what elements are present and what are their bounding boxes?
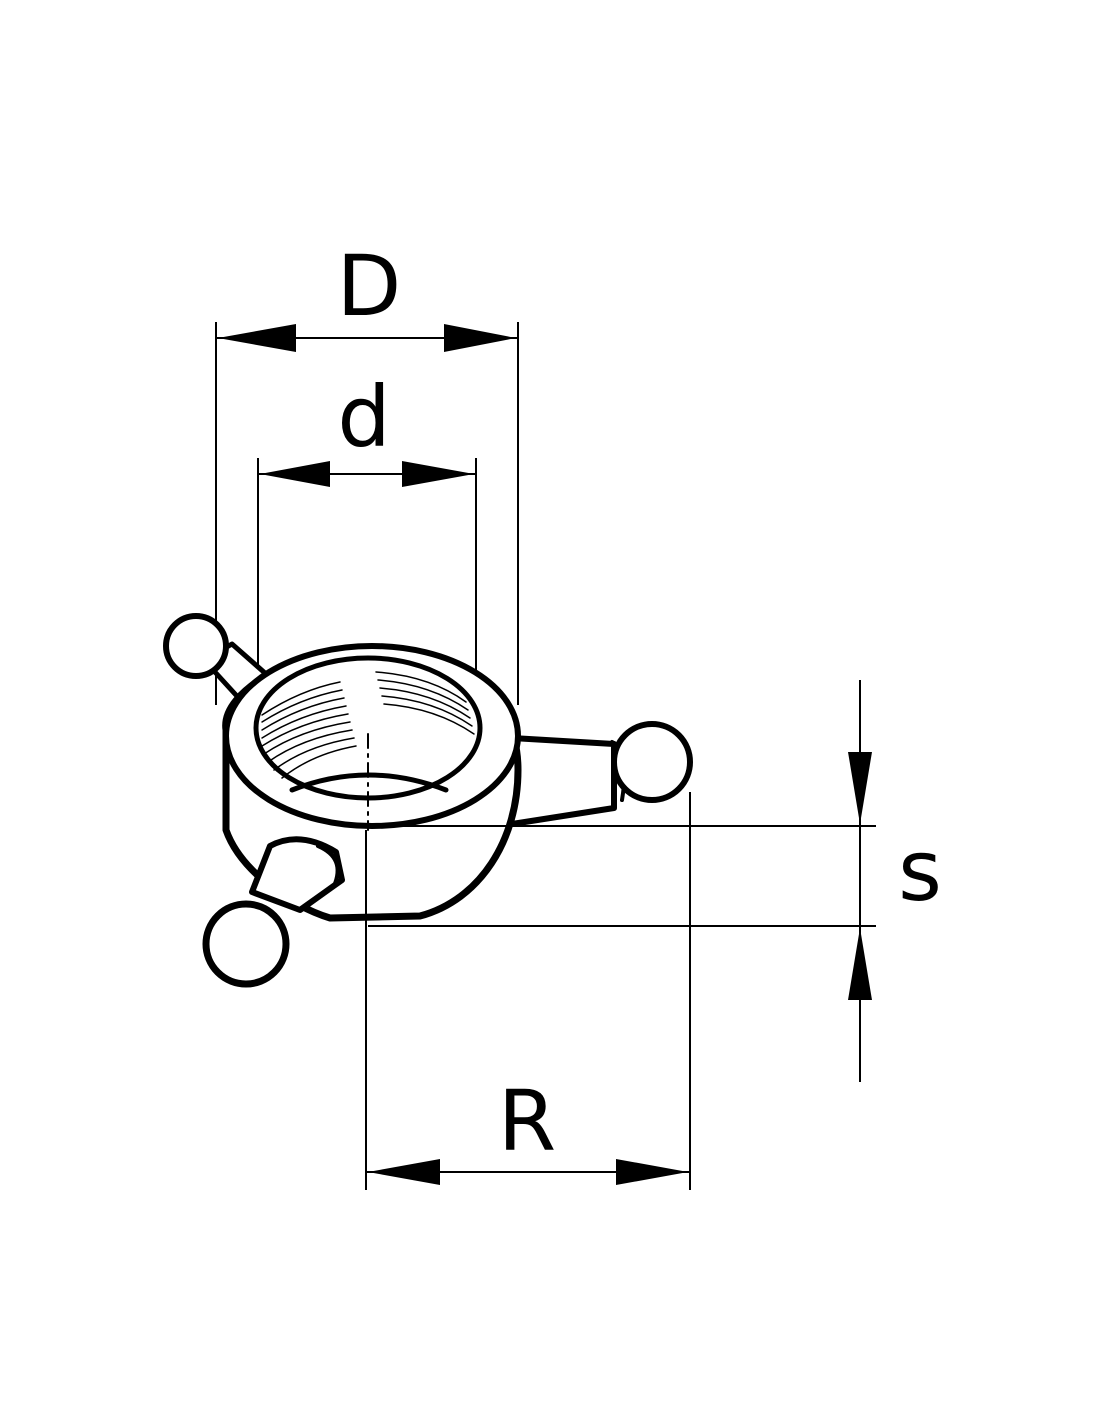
label-D: D	[337, 237, 402, 335]
label-d: d	[337, 368, 390, 466]
dimension-inner-diameter	[257, 458, 477, 705]
arrow-s-top	[848, 752, 872, 824]
wing-lower-left	[202, 836, 345, 988]
arrow-R-left	[368, 1159, 440, 1185]
arrow-R-right	[616, 1159, 688, 1185]
arrow-s-bottom	[848, 928, 872, 1000]
label-s: s	[898, 822, 942, 920]
wing-right	[509, 721, 693, 827]
arrow-d-left	[260, 461, 330, 487]
dimension-radius	[365, 792, 691, 1190]
arrow-D-left	[218, 324, 296, 352]
wing-nut	[163, 613, 693, 988]
arrow-d-right	[402, 461, 474, 487]
thread-lines	[261, 671, 475, 779]
arrow-D-right	[444, 324, 516, 352]
dimension-thickness	[368, 680, 876, 1082]
label-R: R	[498, 1072, 556, 1170]
